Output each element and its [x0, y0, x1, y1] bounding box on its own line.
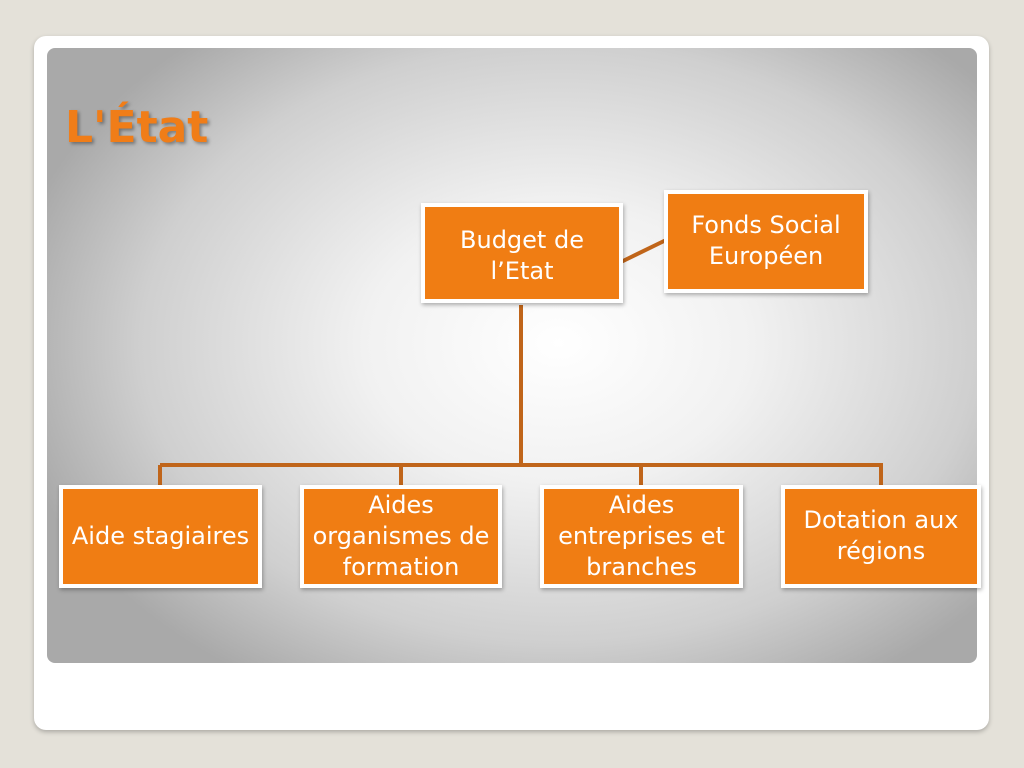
org-box-label: Fonds Social Européen: [691, 211, 841, 270]
org-box-aides-entreprises: Aides entreprises et branches: [540, 485, 743, 588]
org-box-aides-organismes: Aides organismes de formation: [300, 485, 502, 588]
org-box-fonds-social-europeen: Fonds Social Européen: [664, 190, 868, 293]
org-box-aide-stagiaires: Aide stagiaires: [59, 485, 262, 588]
org-box-label: Budget de l’Etat: [460, 226, 584, 285]
org-box-label: Aide stagiaires: [71, 522, 250, 550]
slide-title: L'État: [65, 102, 209, 153]
org-box-budget-etat: Budget de l’Etat: [421, 203, 623, 303]
org-box-label: Aides entreprises et branches: [558, 491, 725, 581]
org-box-label: Dotation aux régions: [803, 506, 959, 565]
org-box-label: Aides organismes de formation: [312, 491, 490, 581]
org-box-dotation-regions: Dotation aux régions: [781, 485, 981, 588]
